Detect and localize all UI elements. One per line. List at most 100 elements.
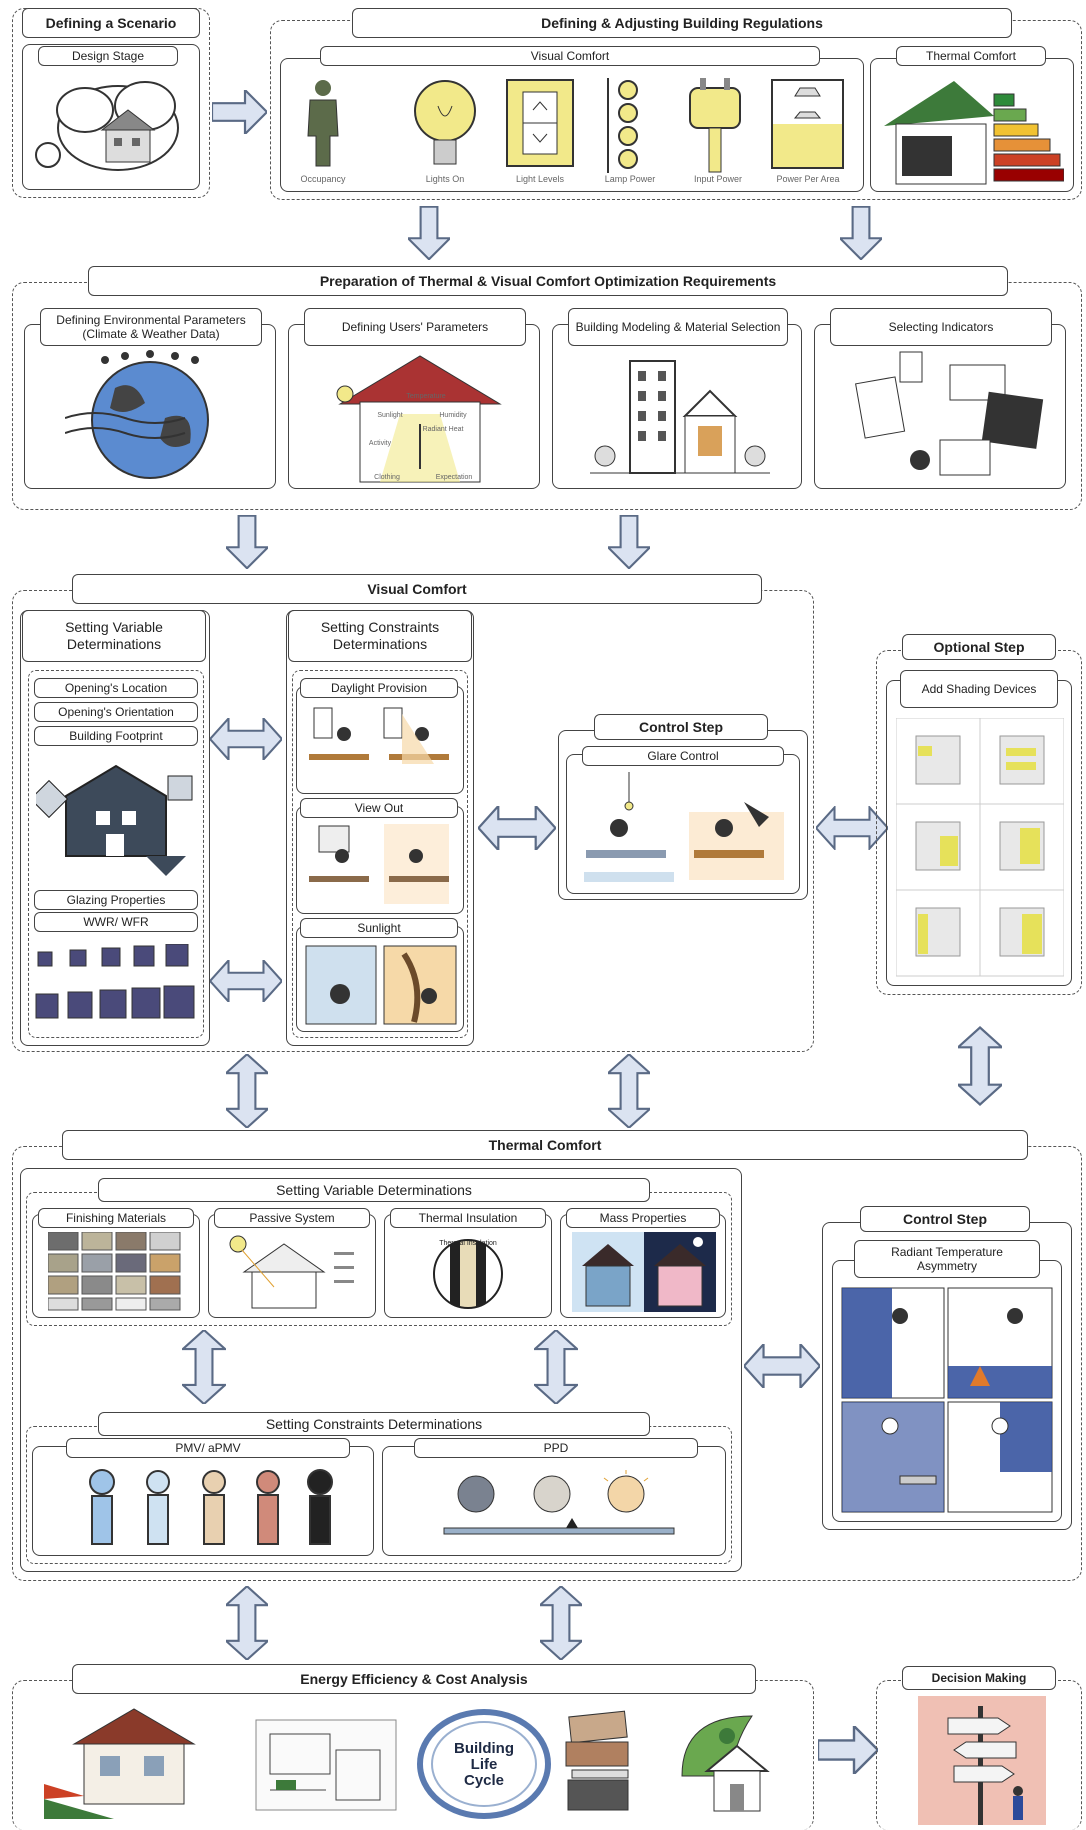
arrow-h-var-con-2 <box>210 960 282 1002</box>
viewout-desk-icon <box>304 824 459 908</box>
arrow-v-thermal-energy-1 <box>226 1586 268 1660</box>
preparation-title: Preparation of Thermal & Visual Comfort … <box>88 266 1008 296</box>
house-factor-label: Activity <box>368 440 392 447</box>
arrow-v-visual-thermal-2 <box>608 1054 650 1128</box>
thermal-var-title: Setting Variable Determinations <box>98 1178 650 1202</box>
plans-icon <box>246 1710 406 1820</box>
cloud-house-icon <box>30 70 195 185</box>
reg-item-label: Occupancy <box>300 174 346 184</box>
arrow-v-visual-thermal-1 <box>226 1054 268 1128</box>
documents-stack-icon <box>560 1706 640 1818</box>
visual-con-title: Setting Constraints Determinations <box>288 610 472 662</box>
house-comfort-icon <box>330 354 510 484</box>
design-stage-box <box>22 44 200 190</box>
optional-step-title: Optional Step <box>902 634 1056 660</box>
input-power-plug-icon <box>685 78 745 173</box>
glazing-grid-icon <box>34 944 199 1034</box>
daylight-label: Daylight Provision <box>300 678 458 698</box>
house-factor-label: Sunlight <box>377 412 403 419</box>
arrow-v-optional-thermal <box>958 1004 1002 1128</box>
reg-item-label: Input Power <box>693 174 743 184</box>
visual-var-title: Setting Variable Determinations <box>22 610 206 662</box>
mass-day-night-icon <box>572 1232 716 1312</box>
thermal-comfort-title: Thermal Comfort <box>62 1130 1028 1160</box>
sunlight-label: Sunlight <box>300 918 458 938</box>
arrow-down-1 <box>408 206 450 260</box>
ppd-label: PPD <box>414 1438 698 1458</box>
radiant-label: Radiant Temperature Asymmetry <box>854 1240 1040 1278</box>
visual-control-title: Control Step <box>594 714 768 740</box>
cycle-word: Building <box>454 1740 514 1757</box>
radiant-scenes-icon <box>840 1286 1054 1514</box>
cycle-word: Life <box>470 1756 498 1773</box>
reg-item-label: Lamp Power <box>604 174 656 184</box>
arrow-v-thermal-2 <box>534 1330 578 1404</box>
shading-devices-icon <box>896 718 1064 978</box>
house-factor-label: Humidity <box>439 412 467 419</box>
indicators-label: Selecting Indicators <box>830 308 1052 346</box>
globe-icon <box>65 348 235 483</box>
arrow-h-var-con-1 <box>210 718 282 760</box>
cycle-word: Cycle <box>463 1772 505 1789</box>
sunlight-scene-icon <box>304 944 459 1026</box>
eco-house-icon <box>672 1706 782 1821</box>
var-building-footprint: Building Footprint <box>34 726 198 746</box>
visual-con-inner <box>292 670 468 1038</box>
glare-desk-icon <box>584 772 784 884</box>
finishing-label: Finishing Materials <box>38 1208 194 1228</box>
signpost-icon <box>918 1696 1046 1825</box>
reg-item-label: Lights On <box>425 174 465 184</box>
insulation-wall-icon <box>432 1236 504 1312</box>
reg-thermal-label: Thermal Comfort <box>896 46 1046 66</box>
arrow-right-1 <box>212 90 267 134</box>
building-parts-icon <box>36 756 196 880</box>
daylight-desk-icon <box>304 704 459 788</box>
occupancy-icon <box>296 78 351 168</box>
house-factor-label: Expectation <box>435 474 473 481</box>
house-factor-label: Temperature <box>406 393 446 400</box>
decision-title: Decision Making <box>902 1666 1056 1690</box>
var-glazing-properties: Glazing Properties <box>34 890 198 910</box>
ppd-scale-icon <box>440 1470 680 1550</box>
mass-label: Mass Properties <box>566 1208 720 1228</box>
documents-hands-icon <box>840 350 1050 485</box>
arrow-v-thermal-1 <box>182 1330 226 1404</box>
visual-var-inner <box>28 670 204 1038</box>
arrow-h-con-control <box>478 806 556 850</box>
arrow-down-2 <box>840 206 882 260</box>
thermal-control-title: Control Step <box>860 1206 1030 1232</box>
pmv-label: PMV/ aPMV <box>66 1438 350 1458</box>
light-switch-icon <box>505 78 575 168</box>
light-bulb-icon <box>410 76 480 176</box>
visual-comfort-title: Visual Comfort <box>72 574 762 604</box>
energy-house-icon <box>44 1704 204 1819</box>
var-openings-orientation: Opening's Orientation <box>34 702 198 722</box>
insulation-label: Thermal Insulation <box>390 1208 546 1228</box>
energy-title: Energy Efficiency & Cost Analysis <box>72 1664 756 1694</box>
scenario-title: Defining a Scenario <box>22 8 200 38</box>
arrow-right-decision <box>818 1726 878 1774</box>
model-label: Building Modeling & Material Selection <box>568 308 788 346</box>
passive-house-icon <box>224 1232 364 1312</box>
reg-visual-label: Visual Comfort <box>320 46 820 66</box>
regulations-title: Defining & Adjusting Building Regulation… <box>352 8 1012 38</box>
arrow-down-4 <box>608 515 650 569</box>
buildings-icon <box>590 356 770 478</box>
glare-control-label: Glare Control <box>582 746 784 766</box>
insulation-text: Thermal Insulation <box>439 1240 497 1247</box>
material-swatches-icon <box>48 1232 186 1312</box>
arrow-h-thermal-control <box>744 1344 820 1388</box>
lamp-power-icon <box>600 78 655 173</box>
env-label: Defining Environmental Parameters (Clima… <box>40 308 262 346</box>
arrow-v-thermal-energy-2 <box>540 1586 582 1660</box>
var-wwr-wfr: WWR/ WFR <box>34 912 198 932</box>
viewout-label: View Out <box>300 798 458 818</box>
thermal-main-box <box>20 1168 742 1572</box>
energy-rating-house-icon <box>884 76 1064 186</box>
design-stage-label: Design Stage <box>38 46 178 66</box>
var-openings-location: Opening's Location <box>34 678 198 698</box>
reg-item-label: Light Levels <box>515 174 565 184</box>
passive-label: Passive System <box>214 1208 370 1228</box>
power-per-area-icon <box>770 78 845 170</box>
thermal-con-title: Setting Constraints Determinations <box>98 1412 650 1436</box>
